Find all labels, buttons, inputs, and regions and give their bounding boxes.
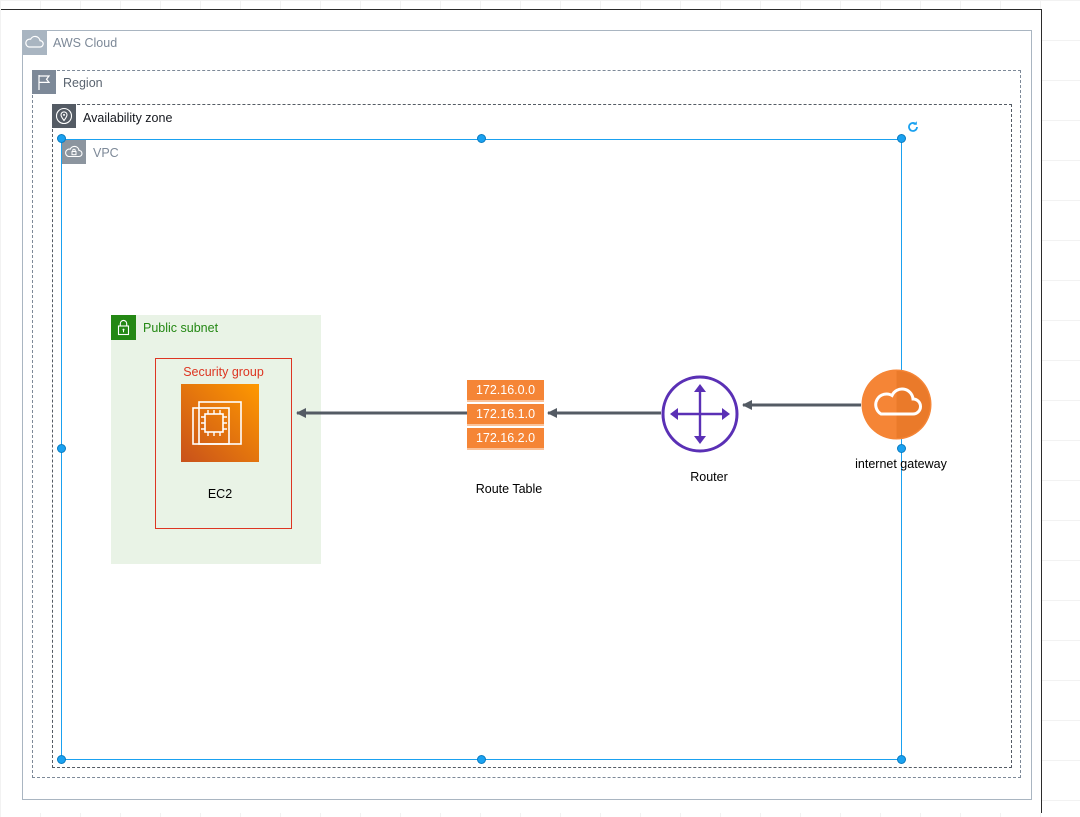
- aws-cloud-label: AWS Cloud: [53, 36, 118, 50]
- selection-handle-bottom-right[interactable]: [897, 755, 906, 764]
- selection-handle-top-center[interactable]: [477, 134, 486, 143]
- availability-zone-group[interactable]: [52, 104, 1012, 768]
- selection-handle-top-right[interactable]: [897, 134, 906, 143]
- vpc-label: VPC: [93, 146, 119, 160]
- lock-icon: [111, 315, 136, 340]
- ec2-label: EC2: [207, 487, 233, 501]
- route-entry-2: 172.16.1.0: [475, 407, 536, 421]
- rotate-handle-icon[interactable]: [906, 120, 920, 134]
- router-label: Router: [690, 470, 728, 484]
- internet-gateway-icon[interactable]: [861, 369, 932, 440]
- region-label: Region: [63, 76, 103, 90]
- selection-handle-middle-left[interactable]: [57, 444, 66, 453]
- selection-handle-bottom-left[interactable]: [57, 755, 66, 764]
- selection-handle-top-left[interactable]: [57, 134, 66, 143]
- flag-icon: [32, 70, 56, 94]
- region-group[interactable]: [32, 70, 1021, 778]
- route-table-icon[interactable]: 172.16.0.0 172.16.1.0 172.16.2.0: [467, 380, 544, 452]
- public-subnet-label: Public subnet: [143, 321, 219, 335]
- availability-zone-label: Availability zone: [83, 111, 173, 125]
- security-group-box[interactable]: [155, 358, 292, 529]
- aws-cloud-icon: [22, 30, 47, 55]
- vpc-cloud-icon: [62, 140, 86, 164]
- selection-handle-middle-right[interactable]: [897, 444, 906, 453]
- route-table-label: Route Table: [475, 482, 543, 496]
- ec2-icon[interactable]: [181, 384, 259, 462]
- security-group-label: Security group: [183, 365, 264, 379]
- route-entry-1: 172.16.0.0: [475, 383, 536, 397]
- internet-gateway-label: internet gateway: [855, 457, 947, 471]
- selection-handle-bottom-center[interactable]: [477, 755, 486, 764]
- route-entry-3: 172.16.2.0: [475, 431, 536, 445]
- location-pin-icon: [52, 104, 76, 128]
- aws-cloud-group[interactable]: [22, 30, 1032, 800]
- router-icon[interactable]: [661, 375, 739, 453]
